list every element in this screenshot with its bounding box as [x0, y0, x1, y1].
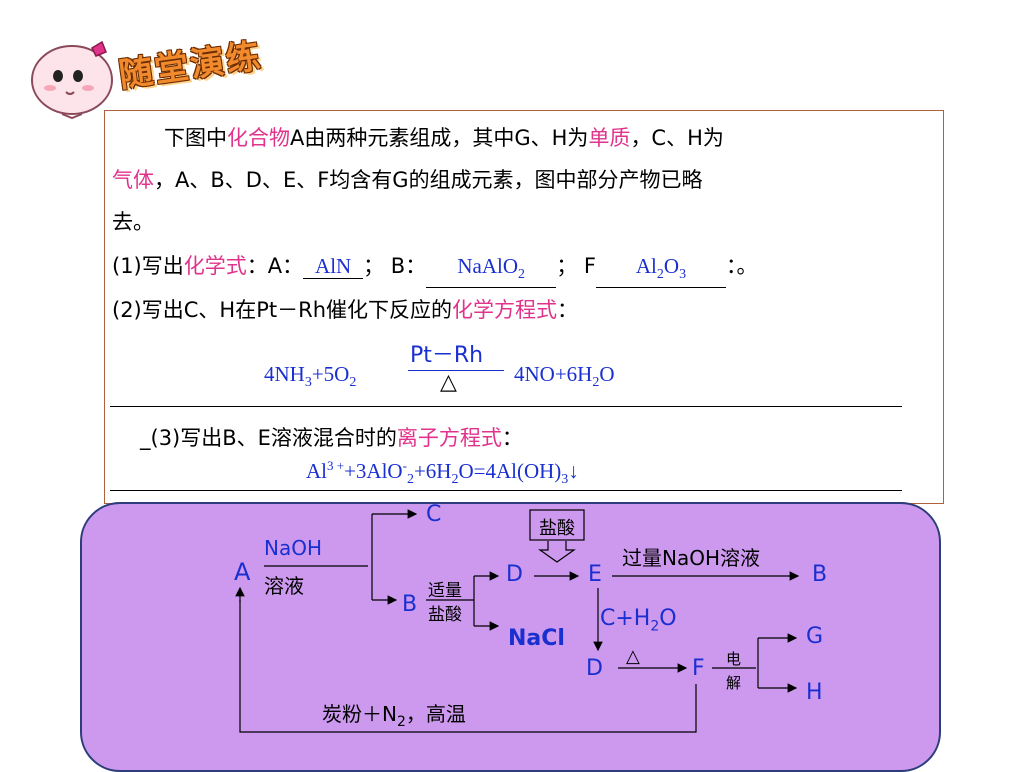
reagent-hcl: 盐酸	[428, 605, 462, 625]
equation-2-right: 4NO+6H2O	[514, 362, 615, 391]
question-line-1: 下图中化合物A由两种元素组成，其中G、H为单质，C、H为	[164, 124, 724, 152]
heat-symbol: △	[626, 646, 640, 667]
hcl-box-label: 盐酸	[539, 518, 575, 539]
equation-2-left: 4NH3+5O2	[264, 362, 357, 391]
label-b: ； B：	[363, 254, 427, 278]
text: ：	[557, 298, 578, 322]
answer-b: NaAlO2	[426, 254, 557, 289]
answer-f: Al2O3	[595, 254, 726, 289]
text: 下图中	[164, 126, 227, 150]
equation-2-condition-catalyst: Pt－Rh	[410, 343, 484, 368]
electrolysis-top: 电	[726, 650, 742, 668]
term-gas: 气体	[112, 168, 154, 192]
reagent-c-h2o: C+H2O	[600, 606, 677, 635]
reagent-excess-naoh: 过量NaOH溶液	[622, 546, 760, 570]
text: (1)写出	[112, 254, 184, 278]
node-d-lower: D	[586, 656, 603, 681]
part-3: _(3)写出B、E溶液混合时的离子方程式：	[140, 424, 523, 452]
text: ，C、H为	[630, 126, 724, 150]
answer-a: AlN	[303, 254, 364, 279]
electrolysis-bottom: 解	[726, 674, 742, 692]
hcl-box-arrow	[538, 541, 576, 563]
label-a: ：A：	[246, 254, 304, 278]
equation-3: Al3 ++3AlO-2+6H2O=4Al(OH)3↓	[306, 458, 579, 488]
node-b: B	[402, 592, 418, 617]
node-d: D	[506, 562, 523, 587]
question-box	[104, 110, 944, 504]
text: ：	[501, 426, 523, 450]
text: A由两种元素组成，其中G、H为	[290, 126, 589, 150]
reagent-appropriate: 适量	[428, 581, 462, 601]
term-element: 单质	[588, 126, 631, 150]
text: ：。	[725, 254, 758, 278]
node-e: E	[588, 562, 602, 587]
node-c: C	[426, 502, 442, 527]
text: _	[140, 426, 151, 450]
term-ionic-equation: 离子方程式	[396, 426, 502, 450]
question-line-2: 气体，A、B、D、E、F均含有G的组成元素，图中部分产物已略	[112, 166, 703, 194]
text: (3)写出B、E溶液混合时的	[150, 426, 397, 450]
node-g: G	[806, 624, 824, 649]
mascot-icon	[31, 40, 113, 120]
return-loop	[239, 600, 697, 733]
reagent-solution: 溶液	[264, 574, 304, 598]
reagent-carbon-n2: 炭粉＋N2，高温	[322, 702, 466, 730]
node-nacl: NaCl	[508, 626, 565, 651]
equation-2-arrow-line	[408, 370, 504, 371]
term-formula: 化学式	[183, 254, 247, 278]
node-a: A	[234, 558, 251, 586]
question-line-3: 去。	[112, 210, 154, 234]
part-2: (2)写出C、H在Pt－Rh催化下反应的化学方程式：	[112, 296, 578, 324]
hcl-box	[529, 509, 585, 541]
term-compound: 化合物	[227, 126, 290, 150]
label-f: ； F	[556, 254, 596, 278]
term-chemical-equation: 化学方程式	[452, 298, 557, 322]
equation-2-condition-heat: △	[440, 370, 457, 395]
answer-line-3	[110, 490, 902, 491]
answer-line-2	[110, 406, 902, 407]
node-b-product: B	[812, 562, 828, 587]
reagent-naoh: NaOH	[264, 536, 322, 560]
text: ，A、B、D、E、F均含有G的组成元素，图中部分产物已略	[154, 168, 703, 192]
node-h: H	[806, 680, 823, 705]
text: (2)写出C、H在Pt－Rh催化下反应的	[112, 298, 452, 322]
node-f: F	[692, 656, 705, 681]
